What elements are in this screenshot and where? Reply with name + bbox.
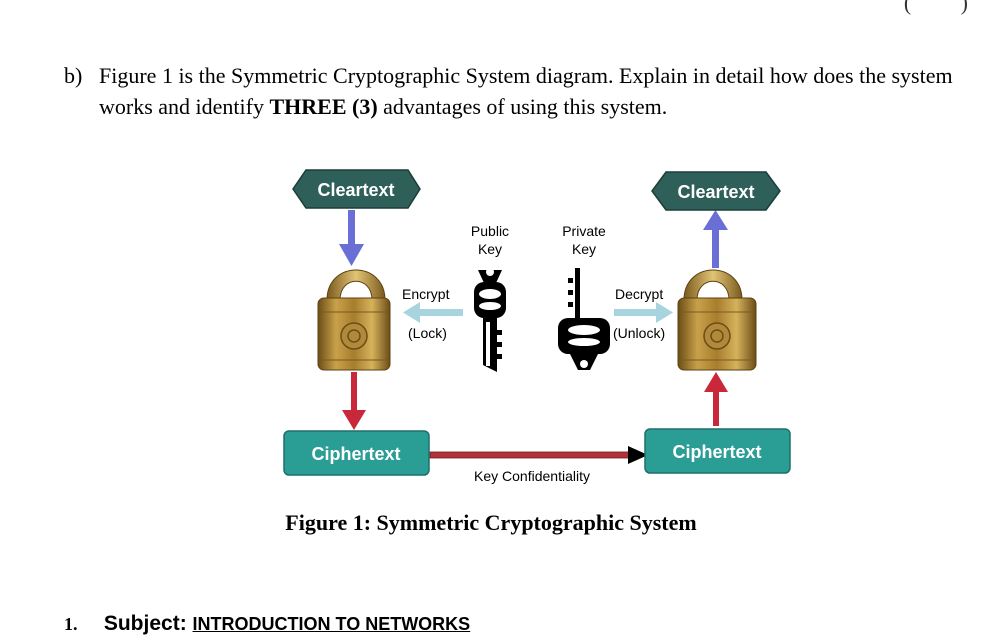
public-key-icon [474,268,506,372]
encrypt-label: Encrypt [402,286,450,302]
private-key-label-1: Private [562,223,606,239]
ciphertext-left-label: Ciphertext [311,444,400,464]
subject-value: INTRODUCTION TO NETWORKS [192,614,471,634]
question-text: Figure 1 is the Symmetric Cryptographic … [99,60,959,122]
cleartext-left-label: Cleartext [317,180,394,200]
question-text-bold: THREE (3) [269,94,378,119]
cleartext-left-box: Cleartext [292,169,421,209]
decrypt-label: Decrypt [615,286,663,302]
padlock-left-icon [317,269,391,371]
question-text-part2: advantages of using this system. [377,94,668,119]
red-arrow-down [342,372,366,430]
public-key-label-1: Public [471,223,509,239]
unlock-label: (Unlock) [613,325,665,341]
lock-label: (Lock) [408,325,447,341]
subject-line: 1. Subject: INTRODUCTION TO NETWORKS [64,612,470,636]
encrypt-arrow [403,302,463,323]
subject-label: Subject: [103,612,187,635]
private-key-label-2: Key [572,241,596,257]
ciphertext-right-label: Ciphertext [672,442,761,462]
ciphertext-left-box: Ciphertext [283,430,430,476]
figure-caption: Figure 1: Symmetric Cryptographic System [285,510,697,535]
question-text-part1: Figure 1 is the Symmetric Cryptographic … [99,63,953,119]
corner-parenthesis: ( ) [903,0,968,15]
decrypt-arrow [614,302,673,323]
private-key-icon [558,268,610,370]
cleartext-right-box: Cleartext [651,171,781,211]
blue-arrow-up [703,210,728,268]
subject-number: 1. [64,614,78,634]
key-confidentiality-arrow [429,446,648,464]
red-arrow-up [704,372,728,426]
blue-arrow-down [339,210,364,266]
ciphertext-right-box: Ciphertext [644,428,791,474]
padlock-right-icon [677,269,757,371]
key-confidentiality-label: Key Confidentiality [474,468,590,484]
question-label: b) [64,63,83,88]
cleartext-right-label: Cleartext [677,182,754,202]
public-key-label-2: Key [478,241,502,257]
